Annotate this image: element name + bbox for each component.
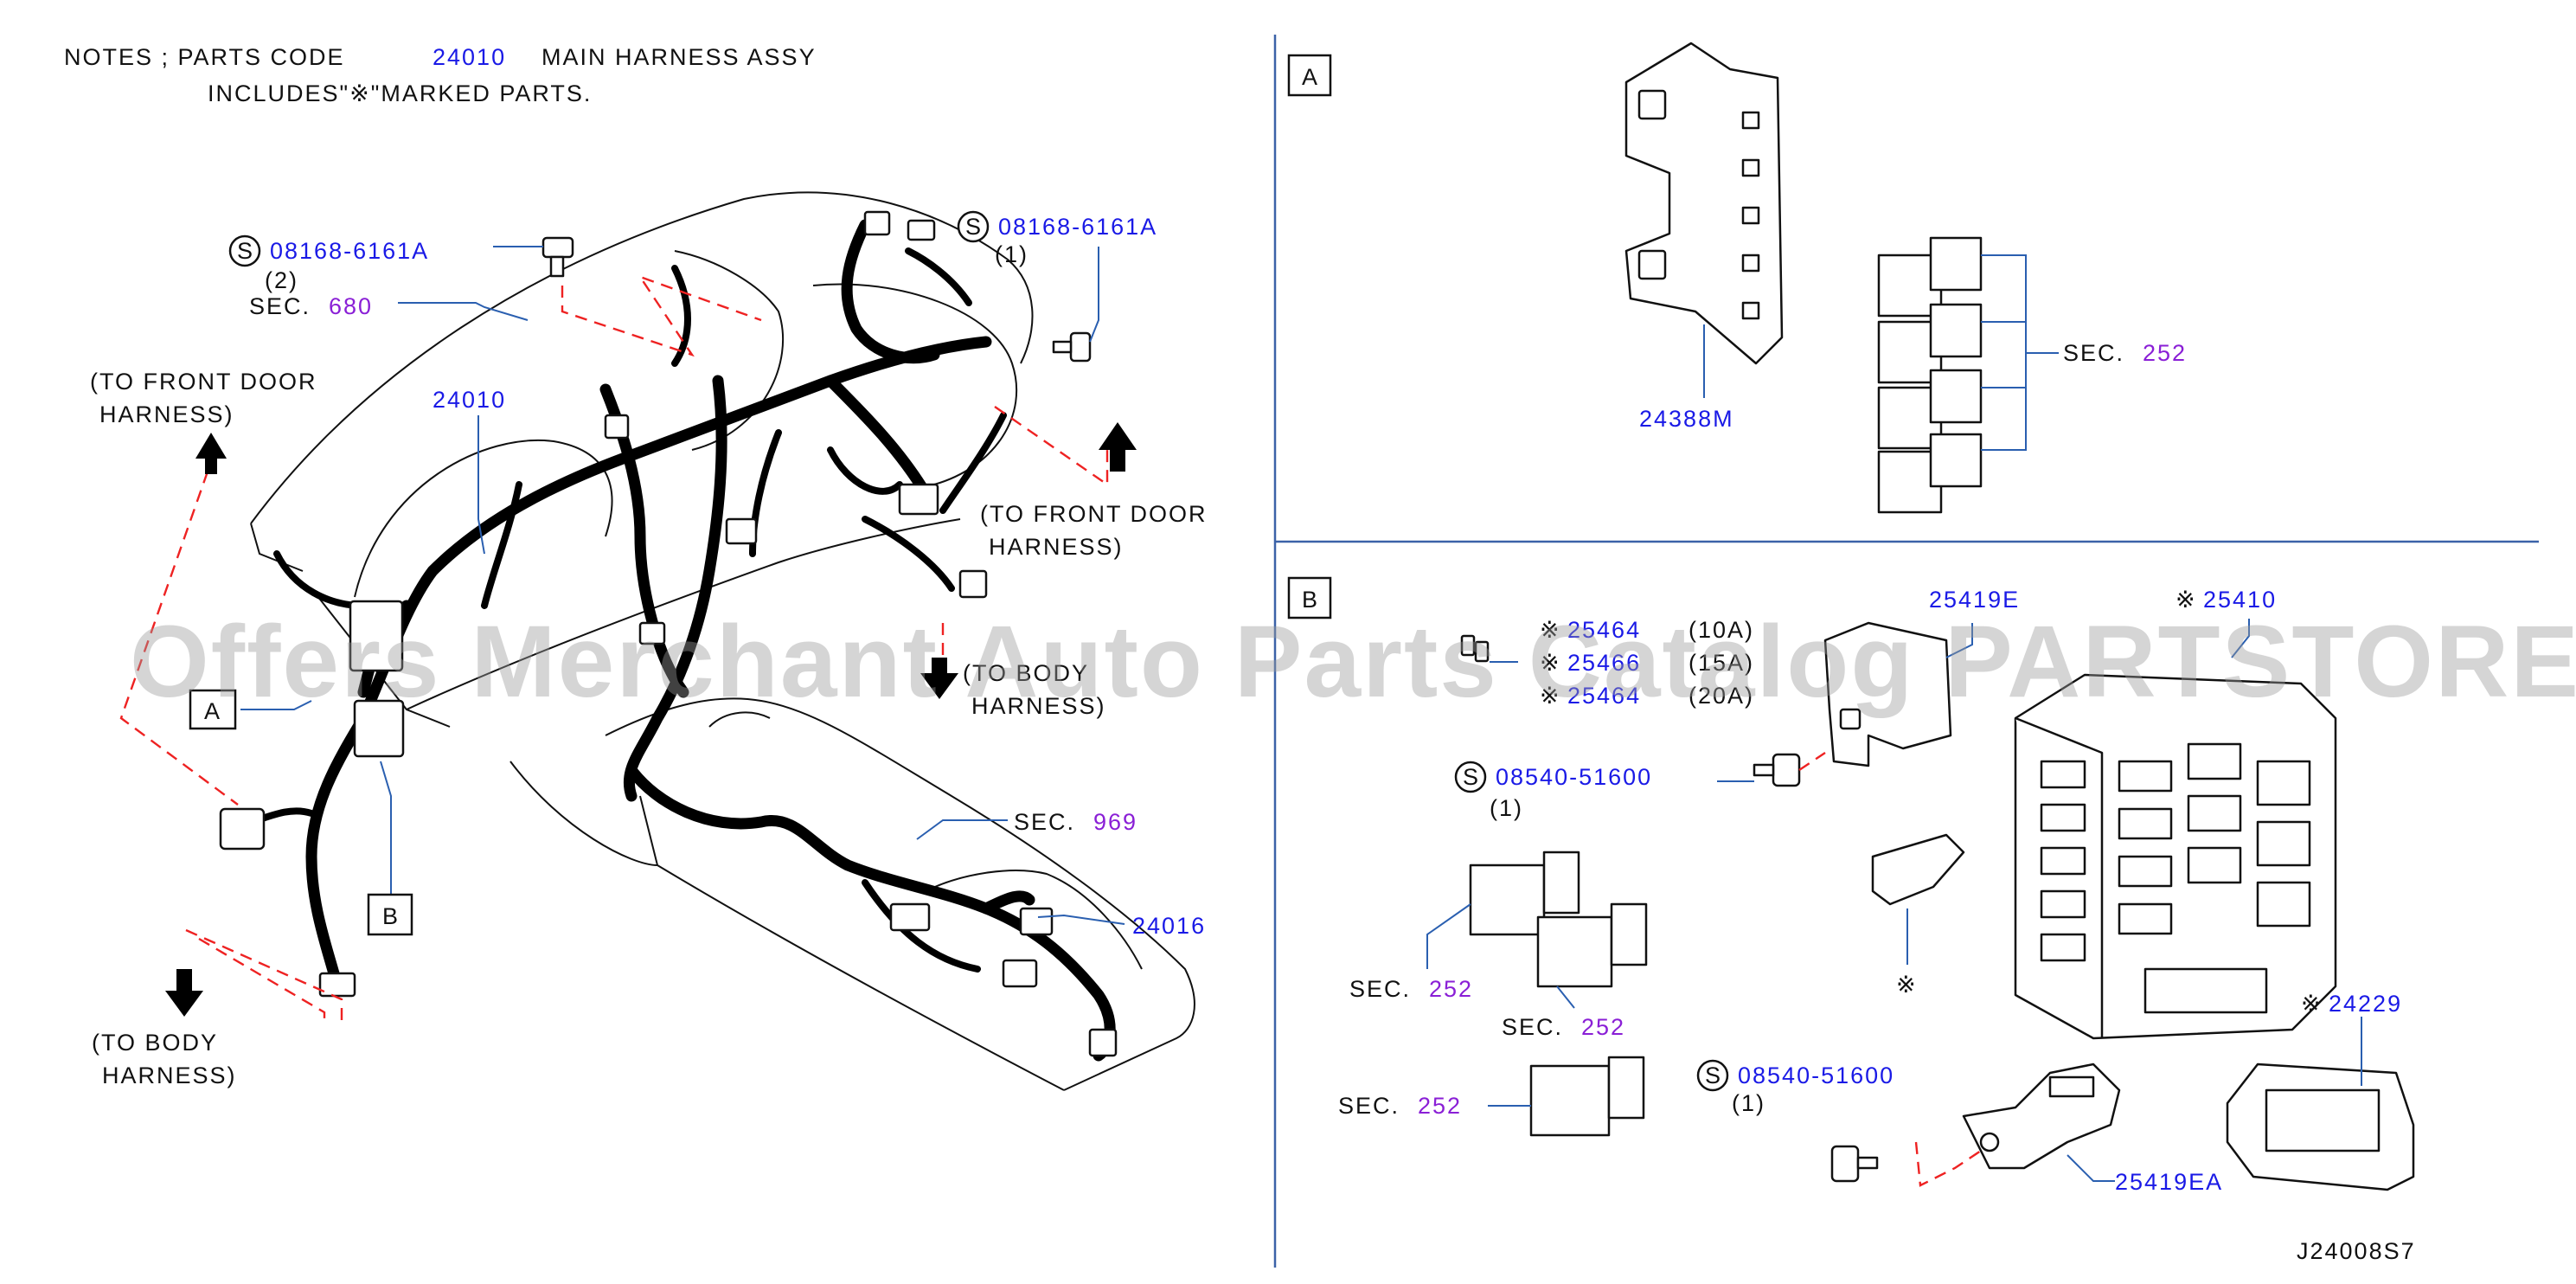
screw-1 [1753, 753, 1801, 787]
fuse-2-rating: (20A) [1688, 683, 1754, 709]
screw1-qty: (1) [1490, 795, 1523, 821]
bolt-right-qty: (1) [995, 241, 1028, 267]
screw1-s-circle [1454, 761, 1487, 793]
bolt-right-symbol: S [965, 214, 983, 240]
section-a-tag[interactable]: A [1302, 64, 1319, 90]
bolt-left-symbol: S [237, 238, 254, 264]
relay-sec1-prefix: SEC. [1349, 976, 1411, 1002]
bolt-right-s-circle [957, 210, 990, 243]
to-front-door-right-line2: HARNESS) [989, 534, 1124, 560]
fuse-1-code[interactable]: 25466 [1567, 650, 1641, 676]
relay-sec2-prefix: SEC. [1502, 1014, 1563, 1040]
section-a-sec-prefix: SEC. [2063, 340, 2124, 366]
bolt-right [1052, 331, 1092, 363]
screw2-qty: (1) [1732, 1090, 1765, 1116]
notes-line1-suffix: MAIN HARNESS ASSY [541, 44, 817, 70]
fuse-0-mark: ※ [1540, 617, 1561, 643]
notes-line1-prefix: NOTES ; PARTS CODE [64, 44, 345, 70]
to-body-mid-line1: (TO BODY [963, 660, 1089, 686]
part-24229[interactable]: 24229 [2329, 991, 2402, 1017]
screw2-code[interactable]: 08540-51600 [1738, 1063, 1894, 1088]
section-b-tag[interactable]: B [1302, 587, 1319, 613]
notes-line2: INCLUDES"※"MARKED PARTS. [208, 80, 592, 106]
to-front-door-left-line1: (TO FRONT DOOR [90, 369, 317, 395]
section-b-tag-box [1287, 576, 1332, 620]
main-harness [221, 219, 1116, 1062]
leaders-left [240, 246, 1125, 925]
arrow-up-right [1099, 422, 1137, 472]
notes-line1-code[interactable]: 24010 [433, 44, 506, 70]
bolt-left-s-circle [228, 234, 261, 267]
callout-b-label[interactable]: B [382, 903, 400, 929]
to-body-mid-line2: HARNESS) [971, 693, 1106, 719]
sec680-num[interactable]: 680 [329, 293, 373, 319]
relay-3 [1529, 1056, 1645, 1137]
section-a: A 24388M SEC. 252 [1287, 42, 2187, 514]
screw2-symbol: S [1705, 1063, 1722, 1088]
relay-1 [1469, 851, 1580, 936]
part-24016[interactable]: 24016 [1132, 913, 1206, 939]
diagram-id: J24008S7 [2297, 1238, 2416, 1264]
relay-sec1-num[interactable]: 252 [1429, 976, 1473, 1002]
fuse-2-mark: ※ [1540, 683, 1561, 709]
relay-sec2-num[interactable]: 252 [1581, 1014, 1625, 1040]
dashboard-outline [250, 191, 1195, 1091]
part-24229-mark: ※ [2301, 991, 2323, 1017]
sec680-prefix: SEC. [249, 293, 311, 319]
arrow-down-left [165, 969, 203, 1017]
callout-b-box [367, 893, 413, 936]
fuse-1-mark: ※ [1540, 650, 1561, 676]
harness-connectors [219, 210, 1118, 1057]
callout-a-label[interactable]: A [204, 698, 221, 724]
fuse-0-code[interactable]: 25464 [1567, 617, 1641, 643]
bolt-left-code[interactable]: 08168-6161A [270, 238, 429, 264]
to-front-door-right-line1: (TO FRONT DOOR [980, 501, 1208, 527]
fuse-0-rating: (10A) [1688, 617, 1754, 643]
left-labels: S 08168-6161A (2) SEC. 680 (TO FRONT DOO… [90, 210, 1208, 1088]
to-front-door-left-line2: HARNESS) [99, 401, 234, 427]
bracket-25419e [1823, 621, 1952, 767]
fuse-icons [1460, 634, 1518, 663]
relay-2 [1536, 902, 1648, 988]
main-harness-code[interactable]: 24010 [433, 387, 506, 413]
bolt-left [541, 236, 574, 278]
bolt-right-code[interactable]: 08168-6161A [998, 214, 1157, 240]
relay-sec3-prefix: SEC. [1338, 1093, 1400, 1119]
callout-a-box [189, 689, 237, 730]
to-body-left-line2: HARNESS) [102, 1063, 237, 1088]
part-25410-mark: ※ [2176, 587, 2197, 613]
bracket-24388m [1624, 42, 1784, 365]
cover-24229 [2226, 1063, 2415, 1191]
puller-mark: ※ [1896, 972, 1918, 998]
relay-stack-a [1877, 236, 1983, 514]
section-b: B ※ 25464 (10A) ※ 25466 (15A) ※ 25464 (2… [1287, 576, 2415, 1195]
screw1-symbol: S [1463, 764, 1480, 790]
part-25419ea[interactable]: 25419EA [2115, 1169, 2223, 1195]
arrow-down-mid [920, 658, 958, 699]
to-body-left-line1: (TO BODY [92, 1030, 218, 1056]
sec969-prefix: SEC. [1014, 809, 1075, 835]
part-24388m[interactable]: 24388M [1639, 406, 1734, 432]
part-25410[interactable]: 25410 [2203, 587, 2277, 613]
screw1-code[interactable]: 08540-51600 [1496, 764, 1652, 790]
bolt-left-qty: (2) [265, 267, 298, 293]
sec969-num[interactable]: 969 [1093, 809, 1137, 835]
fuse-2-code[interactable]: 25464 [1567, 683, 1641, 709]
section-a-tag-box [1287, 54, 1332, 97]
section-a-sec-num[interactable]: 252 [2143, 340, 2187, 366]
dashed-guides-left [119, 274, 1109, 1025]
bracket-25419ea [1962, 1063, 2121, 1170]
fuse-1-rating: (15A) [1688, 650, 1754, 676]
screw2-s-circle [1696, 1059, 1729, 1092]
part-25419e[interactable]: 25419E [1929, 587, 2020, 613]
watermark-text: Offers Merchant Auto Parts Catalog PARTS… [130, 605, 2576, 719]
fuse-list: ※ 25464 (10A) ※ 25466 (15A) ※ 25464 (20A… [1540, 617, 1754, 709]
screw-2 [1830, 1145, 1879, 1183]
fuse-puller [1871, 833, 1965, 906]
arrow-up-left [195, 433, 227, 474]
relay-sec3-num[interactable]: 252 [1418, 1093, 1462, 1119]
fuse-block-25410 [2014, 673, 2337, 1040]
notes-block: NOTES ; PARTS CODE 24010 MAIN HARNESS AS… [64, 44, 817, 106]
